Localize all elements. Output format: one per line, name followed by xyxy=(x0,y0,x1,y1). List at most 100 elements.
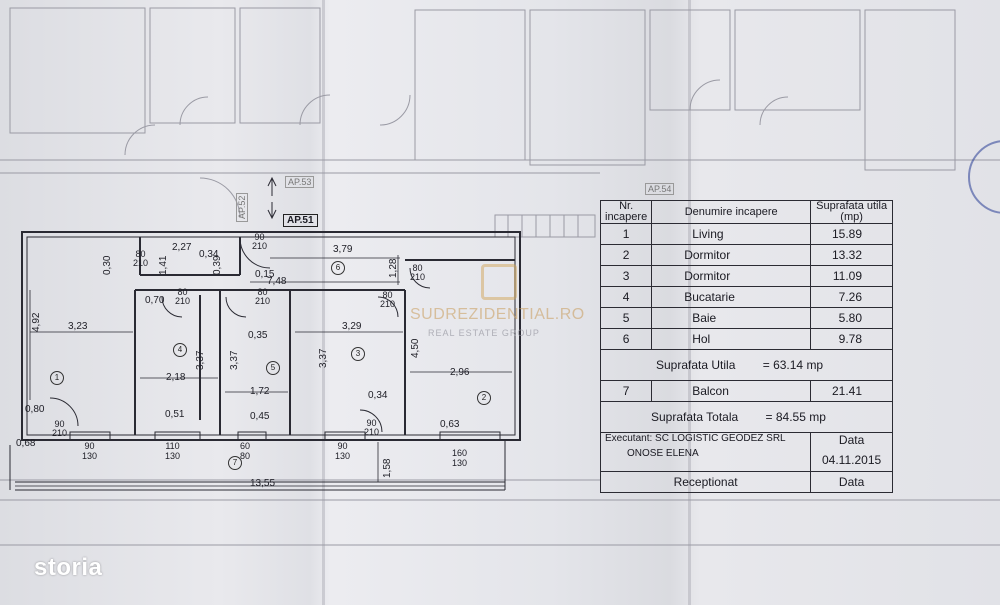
apartment-label-ap52: AP.52 xyxy=(236,192,248,222)
table-row: 6 Hol 9.78 xyxy=(599,328,893,350)
total-area-cell: Suprafata Totala = 84.55 mp xyxy=(600,401,893,433)
door-label: 80 210 xyxy=(410,263,426,282)
dimension-label: 3,79 xyxy=(333,244,353,255)
door-label: 90 210 xyxy=(364,418,380,437)
cell-nr: 4 xyxy=(599,286,653,308)
room-area-table: Nr. incapere Denumire incapere Suprafata… xyxy=(599,200,893,493)
door-label: 90 210 xyxy=(52,419,68,438)
dimension-label: 0,51 xyxy=(165,409,185,420)
date-label: Data xyxy=(838,433,865,447)
useful-area-row: Suprafata Utila = 63.14 mp xyxy=(600,349,893,381)
entry-arrows xyxy=(267,176,277,220)
door-swings xyxy=(49,237,431,433)
dimension-label: 7,48 xyxy=(267,276,287,287)
executant-row: Executant: SC LOGISTIC GEODEZ SRL ONOSE … xyxy=(599,432,893,472)
door-label: 80 210 xyxy=(380,290,396,309)
room-number-3: 3 xyxy=(351,347,365,361)
cell-nr: 5 xyxy=(599,307,653,329)
total-area-label: Suprafata Totala xyxy=(651,410,739,424)
cell-nr: 7 xyxy=(599,380,653,402)
date-value: 04.11.2015 xyxy=(822,453,882,467)
dimension-label: 3,37 xyxy=(318,348,329,368)
executant-person: ONOSE ELENA xyxy=(627,448,699,459)
cell-nr: 3 xyxy=(599,265,653,287)
dimension-label: 0,80 xyxy=(25,404,45,415)
door-label: 80 210 xyxy=(175,287,191,306)
cell-nr: 1 xyxy=(599,223,653,245)
paper-fold xyxy=(322,0,325,605)
cell-name: Dormitor xyxy=(651,265,812,287)
watermark-subtext: REAL ESTATE GROUP xyxy=(428,328,540,338)
neighbour-units xyxy=(0,7,1000,546)
useful-area-label: Suprafata Utila xyxy=(656,358,736,372)
table-row: 7 Balcon 21.41 xyxy=(599,380,893,402)
executant-cell: Executant: SC LOGISTIC GEODEZ SRL ONOSE … xyxy=(599,432,812,472)
cell-area: 13.32 xyxy=(810,244,893,266)
dimension-label: 3,37 xyxy=(195,350,206,370)
table-row: 1 Living 15.89 xyxy=(599,223,893,245)
cell-name: Baie xyxy=(651,307,812,329)
window-label: 60 80 xyxy=(240,441,251,461)
dimension-label: 2,27 xyxy=(172,242,192,253)
room-number-7: 7 xyxy=(228,456,242,470)
window-label: 160 130 xyxy=(452,448,468,468)
received-date-label: Data xyxy=(810,471,893,493)
dimension-label: 0,68 xyxy=(16,438,36,449)
cell-area: 5.80 xyxy=(810,307,893,329)
dimension-label: 0,35 xyxy=(248,330,268,341)
dimension-label: 1,28 xyxy=(388,258,399,278)
table-header-row: Nr. incapere Denumire incapere Suprafata… xyxy=(599,200,893,224)
dimension-label: 0,34 xyxy=(199,249,219,260)
cell-area: 21.41 xyxy=(810,380,893,402)
table-row: 2 Dormitor 13.32 xyxy=(599,244,893,266)
useful-area-cell: Suprafata Utila = 63.14 mp xyxy=(600,349,893,381)
table-row: 5 Baie 5.80 xyxy=(599,307,893,329)
received-row: Receptionat Data xyxy=(599,471,893,493)
storia-logo: storia xyxy=(34,554,103,581)
dimension-label: 3,29 xyxy=(342,321,362,332)
cell-name: Bucatarie xyxy=(651,286,812,308)
window-label: 90 130 xyxy=(82,441,98,461)
room-number-6: 6 xyxy=(331,261,345,275)
watermark-logo xyxy=(481,264,517,300)
dimension-label: 0,30 xyxy=(102,255,113,275)
room-number-1: 1 xyxy=(50,371,64,385)
dimension-label: 3,37 xyxy=(229,350,240,370)
useful-area-value: = 63.14 mp xyxy=(762,358,824,372)
dimension-label: 0,34 xyxy=(368,390,388,401)
dimension-label: 0,70 xyxy=(145,295,165,306)
apartment-walls xyxy=(21,231,521,441)
cell-nr: 2 xyxy=(599,244,653,266)
dimension-label: 0,39 xyxy=(212,255,223,275)
dimension-label: 13,55 xyxy=(250,478,276,489)
dimension-label: 0,15 xyxy=(255,269,275,280)
windows xyxy=(69,431,501,441)
col-header-area: Suprafata utila (mp) xyxy=(810,200,893,224)
cell-name: Living xyxy=(651,223,812,245)
door-label: 90 210 xyxy=(252,232,268,251)
apartment-label-ap54: AP.54 xyxy=(645,183,675,195)
received-label: Receptionat xyxy=(599,471,812,493)
room-number-2: 2 xyxy=(477,391,491,405)
col-header-nr: Nr. incapere xyxy=(599,200,653,224)
date-cell: Data 04.11.2015 xyxy=(810,432,893,472)
dimension-label: 2,18 xyxy=(166,372,186,383)
cell-area: 7.26 xyxy=(810,286,893,308)
cell-name: Dormitor xyxy=(651,244,812,266)
balcony xyxy=(9,440,506,491)
dimension-lines xyxy=(15,255,512,487)
room-number-5: 5 xyxy=(266,361,280,375)
table-row: 4 Bucatarie 7.26 xyxy=(599,286,893,308)
door-label: 80 210 xyxy=(133,249,149,268)
total-area-value: = 84.55 mp xyxy=(765,410,826,424)
col-header-name: Denumire incapere xyxy=(651,200,812,224)
dimension-label: 4,92 xyxy=(31,312,42,332)
table-row: 3 Dormitor 11.09 xyxy=(599,265,893,287)
apartment-label-ap51: AP.51 xyxy=(283,214,318,227)
dimension-label: 1,58 xyxy=(382,458,393,478)
apartment-label-ap53: AP.53 xyxy=(285,176,315,188)
cell-name: Balcon xyxy=(651,380,812,402)
room-number-4: 4 xyxy=(173,343,187,357)
dimension-label: 4,50 xyxy=(410,338,421,358)
cell-area: 15.89 xyxy=(810,223,893,245)
